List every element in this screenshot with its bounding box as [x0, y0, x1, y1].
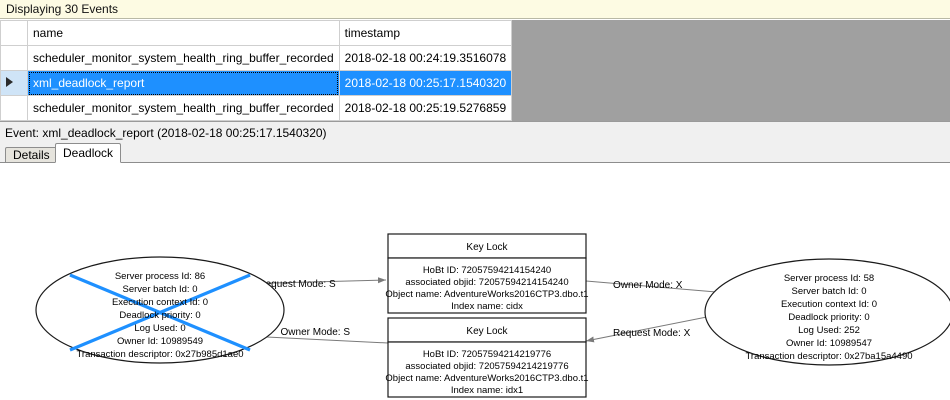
- process-left-line-6: Transaction descriptor: 0x27b985d1ae0: [76, 349, 243, 360]
- events-grid[interactable]: name timestamp scheduler_monitor_system_…: [0, 20, 950, 121]
- process-left-line-1: Server batch Id: 0: [123, 284, 198, 295]
- process-left-line-5: Owner Id: 10989549: [117, 336, 203, 347]
- process-right-line-2: Execution context Id: 0: [781, 299, 877, 310]
- resource-node-key-lock-bottom[interactable]: Key Lock HoBt ID: 72057594214219776 asso…: [385, 317, 589, 398]
- key-lock-top-line-3: Index name: cidx: [451, 301, 523, 312]
- process-node-left[interactable]: Server process Id: 86 Server batch Id: 0…: [35, 256, 285, 364]
- process-left-line-4: Log Used: 0: [134, 323, 185, 334]
- tab-deadlock[interactable]: Deadlock: [55, 143, 122, 163]
- cell-timestamp[interactable]: 2018-02-18 00:24:19.3516078: [338, 45, 513, 71]
- row-selector-arrow-icon: [6, 77, 13, 87]
- process-right-line-3: Deadlock priority: 0: [788, 312, 869, 323]
- key-lock-bottom-line-3: Index name: idx1: [451, 385, 523, 396]
- events-table: name timestamp scheduler_monitor_system_…: [0, 20, 513, 121]
- key-lock-bottom-title: Key Lock: [466, 326, 508, 337]
- edge-bottom-left-label: Owner Mode: S: [281, 327, 351, 338]
- cell-name[interactable]: scheduler_monitor_system_health_ring_buf…: [27, 95, 340, 121]
- cell-timestamp[interactable]: 2018-02-18 00:25:19.5276859: [338, 95, 513, 121]
- process-right-line-5: Owner Id: 10989547: [786, 338, 872, 349]
- event-header: Event: xml_deadlock_report (2018-02-18 0…: [0, 121, 950, 143]
- key-lock-bottom-line-1: associated objid: 72057594214219776: [405, 361, 568, 372]
- key-lock-bottom-line-0: HoBt ID: 72057594214219776: [423, 349, 551, 360]
- tab-strip: Details Deadlock: [0, 143, 950, 163]
- cell-name[interactable]: scheduler_monitor_system_health_ring_buf…: [27, 45, 340, 71]
- process-node-right[interactable]: Server process Id: 58 Server batch Id: 0…: [704, 258, 950, 366]
- column-header-selector[interactable]: [0, 20, 28, 46]
- column-header-timestamp[interactable]: timestamp: [338, 20, 513, 46]
- victim-cross-icon: [69, 273, 251, 352]
- row-selector-cell[interactable]: [0, 95, 28, 121]
- table-row[interactable]: xml_deadlock_report 2018-02-18 00:25:17.…: [0, 70, 513, 96]
- row-selector-cell[interactable]: [0, 45, 28, 71]
- key-lock-top-title: Key Lock: [466, 242, 508, 253]
- deadlock-graph-canvas[interactable]: Request Mode: S Owner Mode: S Owner Mode…: [0, 162, 950, 400]
- events-banner-text: Displaying 30 Events: [6, 2, 119, 16]
- cell-timestamp[interactable]: 2018-02-18 00:25:17.1540320: [338, 70, 513, 96]
- key-lock-top-line-2: Object name: AdventureWorks2016CTP3.dbo.…: [385, 289, 588, 300]
- process-right-line-0: Server process Id: 58: [784, 273, 874, 284]
- row-selector-cell[interactable]: [0, 70, 28, 96]
- process-left-line-2: Execution context Id: 0: [112, 297, 208, 308]
- cell-name[interactable]: xml_deadlock_report: [27, 70, 340, 96]
- process-right-line-1: Server batch Id: 0: [792, 286, 867, 297]
- key-lock-top-line-1: associated objid: 72057594214154240: [405, 277, 568, 288]
- event-header-text: Event: xml_deadlock_report (2018-02-18 0…: [5, 125, 327, 140]
- events-banner: Displaying 30 Events: [0, 0, 950, 19]
- key-lock-bottom-line-2: Object name: AdventureWorks2016CTP3.dbo.…: [385, 373, 588, 384]
- process-left-line-3: Deadlock priority: 0: [119, 310, 200, 321]
- edge-bottom-right-label: Request Mode: X: [613, 328, 691, 339]
- table-header-row: name timestamp: [0, 20, 513, 46]
- edge-top-right-label: Owner Mode: X: [613, 280, 683, 291]
- process-left-line-0: Server process Id: 86: [115, 271, 205, 282]
- process-right-line-6: Transaction descriptor: 0x27ba15a4490: [745, 351, 912, 362]
- process-right-line-4: Log Used: 252: [798, 325, 860, 336]
- table-row[interactable]: scheduler_monitor_system_health_ring_buf…: [0, 45, 513, 71]
- table-row[interactable]: scheduler_monitor_system_health_ring_buf…: [0, 95, 513, 121]
- key-lock-top-line-0: HoBt ID: 72057594214154240: [423, 265, 551, 276]
- resource-node-key-lock-top[interactable]: Key Lock HoBt ID: 72057594214154240 asso…: [385, 233, 589, 314]
- tab-details[interactable]: Details: [5, 147, 58, 163]
- edge-top-left-label: Request Mode: S: [258, 279, 336, 290]
- column-header-name[interactable]: name: [27, 20, 340, 46]
